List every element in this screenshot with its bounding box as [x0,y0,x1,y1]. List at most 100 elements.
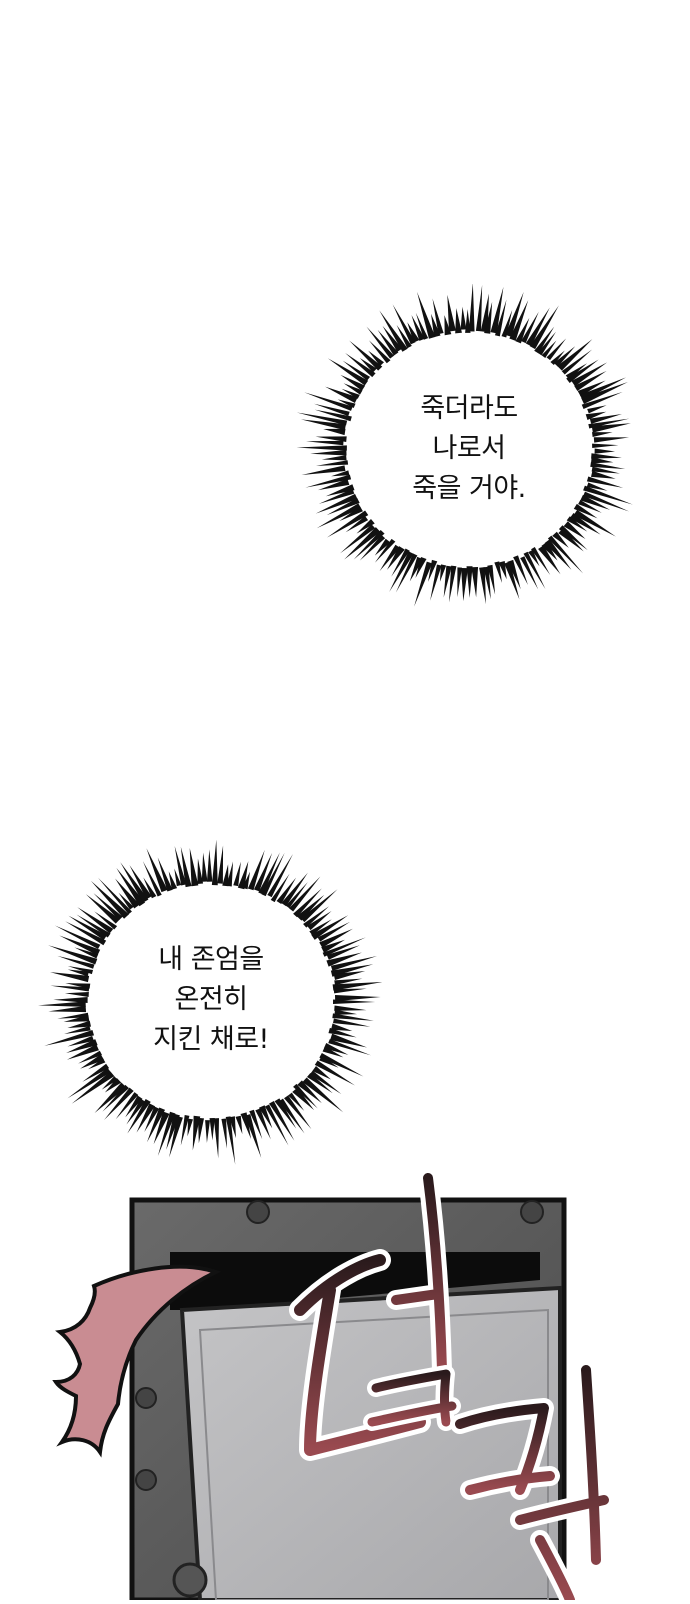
burst-spike [345,516,369,533]
burst-spike [226,861,234,887]
burst-spike [310,449,347,456]
burst-spike [126,1098,146,1125]
burst-spike [590,462,626,469]
burst-spike [74,947,99,959]
burst-spike [520,556,539,590]
burst-spike [330,956,378,971]
burst-spike [449,565,457,603]
burst-spike [391,548,410,577]
burst-spike [396,324,412,349]
burst-spike [80,1054,105,1069]
burst-spike [104,1077,122,1093]
burst-spike [414,561,433,607]
burst-spike [537,331,556,356]
burst-spike [573,509,616,537]
burst-spike [528,549,540,567]
burst-spike [222,864,229,887]
burst-spike [213,1118,220,1159]
speech-line: 죽더라도 [420,393,518,424]
burst-spike [276,877,297,904]
burst-spike [509,300,529,341]
burst-spike [317,478,350,491]
burst-spike [417,292,436,339]
burst-spike [221,1118,228,1149]
burst-spike [577,380,606,397]
burst-spike [67,1067,111,1099]
burst-spike [289,876,321,912]
burst-spike [307,911,332,931]
burst-spike [546,338,567,361]
burst-spike [330,1033,368,1048]
burst-spike [494,561,502,583]
burst-spike [460,306,467,330]
burst-spike [90,880,130,919]
burst-spike [153,1111,170,1145]
burst-spike [328,1039,372,1056]
burst-spike [225,1116,236,1165]
burst-spike [274,1098,297,1129]
burst-spike [306,1072,333,1094]
burst-spike [558,528,584,552]
burst-spike [319,1052,364,1077]
burst-spike [53,997,88,1003]
burst-spike [323,1043,349,1055]
burst-spike [592,432,613,437]
speech-line: 내 존엄을 [158,944,264,975]
burst-spike [345,352,376,378]
burst-spike [571,362,608,387]
burst-spike [586,482,608,491]
burst-spike [206,849,213,882]
burst-spike [340,524,376,554]
burst-spike [333,988,367,994]
burst-spike [253,853,273,892]
burst-spike [326,510,369,538]
burst-spike [505,291,524,337]
burst-spike [201,852,208,882]
burst-spike [544,539,572,570]
burst-spike [531,547,551,575]
burst-spike [50,985,90,992]
burst-spike [67,1020,91,1028]
burst-spike [468,284,475,332]
burst-spike [466,566,473,598]
burst-spike [569,513,601,535]
burst-spike [366,326,395,359]
burst-spike [174,868,182,887]
burst-spike [144,1106,160,1132]
burst-spike [337,399,356,408]
speech-burst-1-text: 죽더라도 나로서 죽을 거야. [296,389,642,509]
burst-spike [428,559,438,582]
emphasis-burst-icon [38,839,383,1165]
burst-spike [327,358,369,386]
burst-spike [68,915,107,941]
burst-spike [247,849,265,891]
burst-spike [529,305,559,350]
burst-spike [258,1105,273,1129]
burst-spike [342,360,371,381]
burst-spike [334,1009,358,1015]
burst-spike [392,304,416,345]
burst-spike [349,340,383,371]
burst-spike [94,1082,127,1113]
burst-spike [591,453,622,459]
burst-spike [318,488,355,504]
burst-spike [415,312,429,340]
rivet [135,1469,157,1491]
speech-burst-2: 내 존엄을 온전히 지킨 채로! [38,836,384,1166]
burst-spike [587,405,607,414]
burst-spike [359,534,386,561]
burst-spike [325,386,358,404]
burst-spike [93,893,123,921]
burst-spike [430,564,442,601]
burst-spike [305,474,352,488]
burst-spike [574,370,607,391]
burst-spike [319,1055,339,1068]
speech-line: 나로서 [432,433,506,464]
burst-spike [557,339,593,371]
burst-spike [461,567,468,602]
burst-spike [334,1005,367,1011]
burst-spike [146,848,168,893]
burst-spike [278,1098,305,1134]
burst-spike [309,919,332,936]
burst-spike [591,423,631,433]
